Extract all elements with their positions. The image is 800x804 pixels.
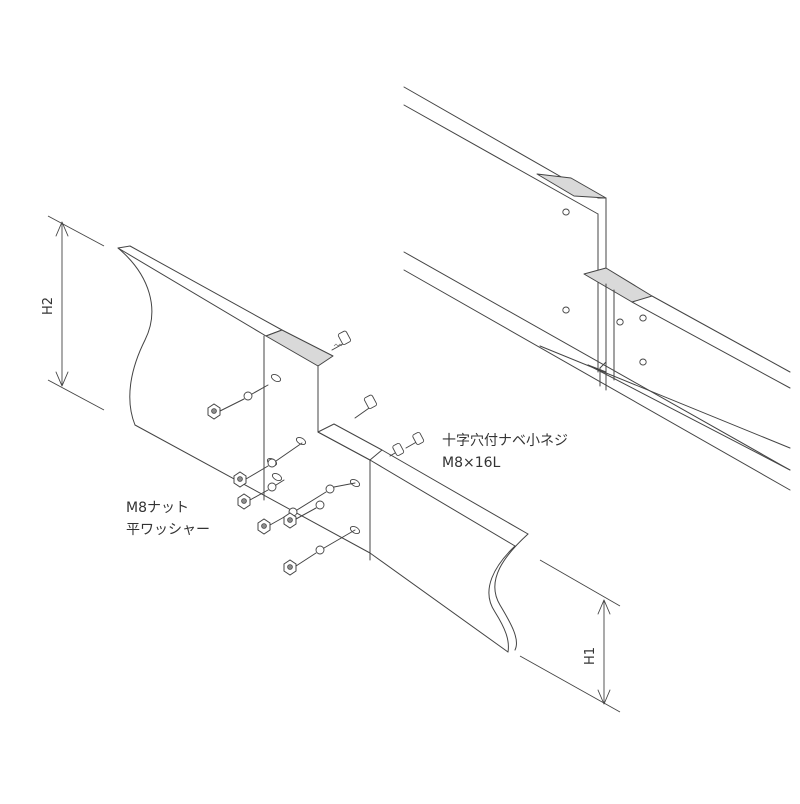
slot-hole <box>270 373 282 383</box>
lower-flange <box>583 267 653 303</box>
hole <box>639 358 647 366</box>
hole <box>562 208 570 216</box>
assembled-view <box>403 86 791 491</box>
screw-bolt <box>389 442 405 457</box>
screw-size-label: M8×16L <box>442 455 501 471</box>
dimension-h1: H1 <box>519 559 621 713</box>
hole <box>639 314 647 322</box>
nut-washer-set <box>257 482 356 535</box>
dim-label-h2: H2 <box>41 297 56 315</box>
screw-name-label: 十字穴付ナベ小ネジ <box>442 433 568 449</box>
dimension-h2: H2 <box>41 215 105 411</box>
nut-washer-set <box>283 529 356 576</box>
screw-bolt <box>405 431 425 449</box>
dim-label-h1: H1 <box>583 647 598 665</box>
right-top-flange <box>317 423 383 461</box>
nut-washer-set <box>237 479 285 510</box>
nut-washer-set <box>233 442 303 488</box>
washer-name-label: 平ワッシャー <box>126 522 210 538</box>
flange-shoulder <box>265 329 334 367</box>
hole <box>562 306 570 314</box>
callout-nut: M8ナット 平ワッシャー <box>126 500 210 538</box>
screw-bolt <box>331 330 351 351</box>
callout-screw: 十字穴付ナベ小ネジ M8×16L <box>442 433 568 471</box>
hole <box>616 318 624 326</box>
nut-name-label: M8ナット <box>126 500 189 516</box>
screw-bolt <box>354 394 377 419</box>
slot-hole <box>295 436 307 446</box>
top-flange <box>117 245 283 337</box>
nut-washer-set <box>283 500 325 529</box>
exploded-view <box>117 245 529 653</box>
slot-hole <box>271 472 283 482</box>
nut-washer-set <box>207 384 269 420</box>
